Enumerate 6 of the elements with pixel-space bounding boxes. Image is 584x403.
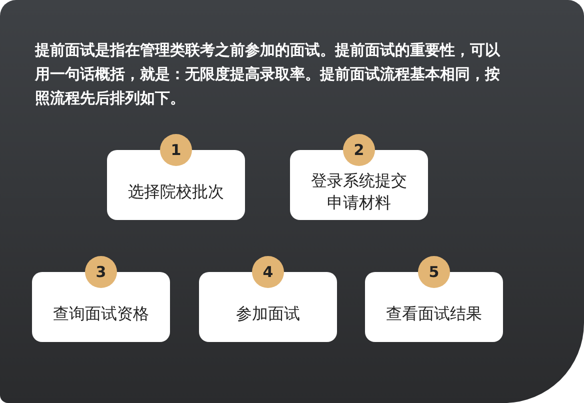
step-label: 选择院校批次 [127,181,225,203]
intro-text: 提前面试是指在管理类联考之前参加的面试。提前面试的重要性，可以用一句话概括，就是：无限度提高录取率。提前面试流程基本相同，按照流程先后排列如下。 [35,40,502,109]
step-label: 登录系统提交申请材料 [310,170,408,214]
step-label: 查询面试资格 [52,303,150,325]
step-label: 参加面试 [235,303,301,325]
step-label: 查看面试结果 [385,303,483,325]
